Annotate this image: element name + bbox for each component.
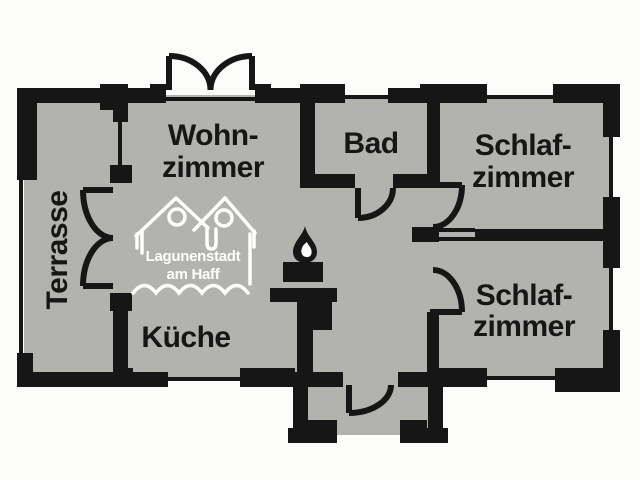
wall-right bbox=[603, 88, 620, 137]
logo-line1: Lagunenstadt bbox=[146, 248, 241, 265]
label-wohnzimmer-line2: zimmer bbox=[162, 151, 265, 184]
door-entrance bbox=[346, 384, 394, 416]
wall-divider-thin bbox=[439, 237, 475, 241]
door-schlafzimmer1 bbox=[430, 182, 465, 230]
wall-door-jamb bbox=[110, 165, 132, 183]
window-right-schlafzimmer2 bbox=[609, 268, 613, 330]
wall-terrace-west-upper bbox=[17, 88, 37, 180]
label-schlafzimmer1-line1: Schlaf- bbox=[475, 129, 572, 162]
label-bad: Bad bbox=[343, 127, 398, 160]
wall-corner bbox=[555, 368, 620, 392]
threshold-french-door bbox=[166, 97, 255, 101]
wall-pillar bbox=[420, 84, 487, 103]
wall-vestibule-south bbox=[288, 428, 337, 443]
window-top-schlafzimmer1 bbox=[487, 95, 553, 99]
wall-pillar bbox=[255, 84, 271, 103]
label-schlafzimmer2-line2: zimmer bbox=[473, 310, 576, 343]
wall-top bbox=[128, 88, 152, 103]
wall-divider-thin bbox=[439, 228, 475, 232]
wall-vestibule-east bbox=[428, 385, 443, 428]
wall-door-jamb bbox=[110, 293, 132, 311]
doors bbox=[80, 53, 465, 416]
french-door-wohnzimmer bbox=[166, 53, 255, 91]
wave-icon bbox=[131, 283, 250, 296]
wall-bottom bbox=[398, 372, 435, 387]
wall-bad-south bbox=[300, 174, 355, 188]
door-bad bbox=[355, 187, 396, 221]
wall-pillar bbox=[300, 84, 345, 103]
wall-vestibule-jamb bbox=[308, 420, 337, 428]
door-schlafzimmer2 bbox=[430, 267, 465, 315]
wall-vestibule-jamb bbox=[400, 420, 427, 428]
wall-niche-south bbox=[427, 312, 439, 375]
flame-icon bbox=[293, 226, 317, 263]
wall-top bbox=[388, 88, 420, 103]
fireplace-block bbox=[313, 302, 332, 330]
wall-terrace-divider bbox=[113, 103, 128, 122]
fireplace-wall-stem bbox=[297, 302, 313, 375]
wall-pillar bbox=[150, 84, 166, 103]
window-terrace-divider bbox=[118, 122, 122, 165]
fireplace-wall-bar bbox=[270, 288, 337, 302]
wall-pillar bbox=[435, 368, 487, 387]
windows bbox=[19, 95, 613, 381]
wall-pillar bbox=[240, 368, 295, 387]
room-labels: Wohn- zimmer Bad Schlaf- zimmer Schlaf- … bbox=[41, 119, 576, 354]
label-kueche: Küche bbox=[141, 321, 230, 354]
french-door-terrasse bbox=[80, 187, 114, 289]
label-wohnzimmer-line1: Wohn- bbox=[168, 119, 258, 152]
window-bottom-schlafzimmer2 bbox=[487, 376, 555, 380]
firebox bbox=[283, 262, 323, 282]
wall-terrace-bottom bbox=[33, 372, 113, 387]
wall-top bbox=[37, 88, 100, 103]
wall-pillar bbox=[113, 368, 133, 387]
window-bottom-kueche bbox=[168, 377, 240, 381]
twin-houses-icon bbox=[134, 196, 257, 286]
wall-vestibule-west bbox=[293, 385, 308, 428]
label-schlafzimmer2-line1: Schlaf- bbox=[476, 279, 573, 312]
wall-niche-stub bbox=[412, 227, 439, 242]
logo-lagunenstadt-am-haff: Lagunenstadt am Haff bbox=[131, 196, 257, 296]
wall-schlafzimmer-divider bbox=[475, 229, 605, 241]
wall-bottom bbox=[295, 372, 343, 387]
interior-walls bbox=[110, 103, 605, 443]
wall-bad-west bbox=[300, 103, 315, 174]
wall-terrace-corner bbox=[17, 353, 33, 387]
terrace-railing bbox=[19, 180, 23, 357]
logo-line2: am Haff bbox=[167, 266, 221, 283]
window-top-bad bbox=[345, 95, 388, 99]
wall-top bbox=[271, 88, 300, 103]
wall-bottom bbox=[133, 372, 168, 387]
label-schlafzimmer1-line2: zimmer bbox=[472, 161, 575, 194]
wall-bad-east bbox=[427, 103, 440, 188]
wall-terrace-divider bbox=[113, 311, 128, 372]
window-right-schlafzimmer1 bbox=[609, 137, 613, 197]
label-terrasse: Terrasse bbox=[41, 191, 74, 310]
wall-vestibule-south bbox=[400, 428, 448, 443]
fireplace bbox=[270, 226, 337, 375]
wall-right bbox=[603, 197, 620, 268]
